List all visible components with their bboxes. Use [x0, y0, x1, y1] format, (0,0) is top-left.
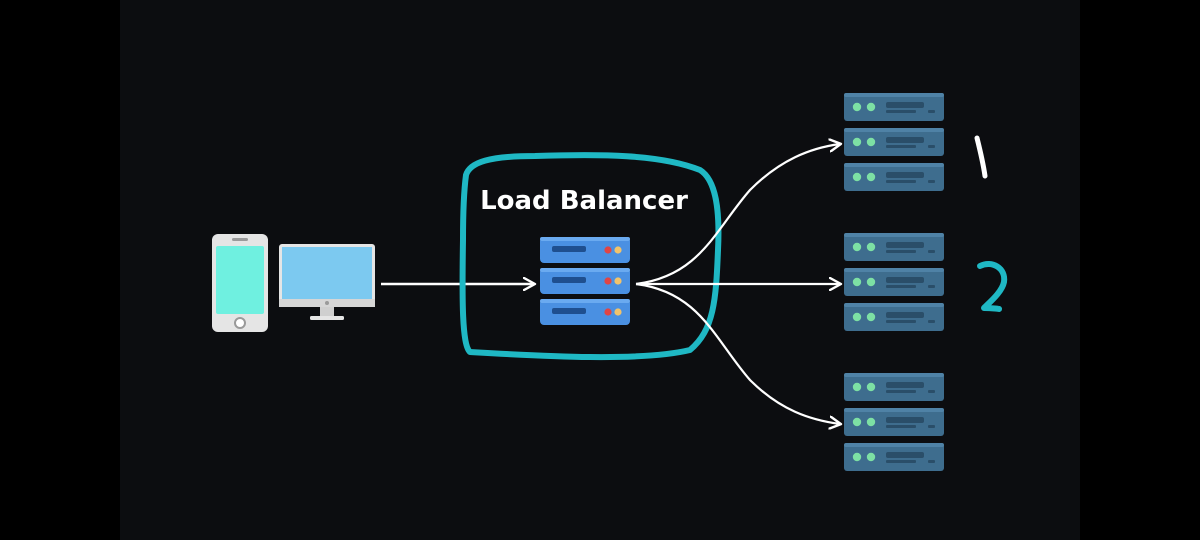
backend-server-1-icon — [844, 93, 944, 191]
backend-server-2-icon — [844, 233, 944, 331]
handwritten-label-1 — [974, 135, 988, 179]
handwritten-label-2 — [977, 261, 1008, 312]
lb-to-server-3-arrow — [635, 282, 840, 424]
lb-to-server-1-arrow — [635, 144, 840, 286]
backend-server-3-icon — [844, 373, 944, 471]
load-balancer-title: Load Balancer — [480, 186, 688, 216]
smartphone-icon — [212, 234, 268, 332]
load-balancer-server-icon — [540, 237, 630, 325]
monitor-icon — [279, 244, 375, 320]
